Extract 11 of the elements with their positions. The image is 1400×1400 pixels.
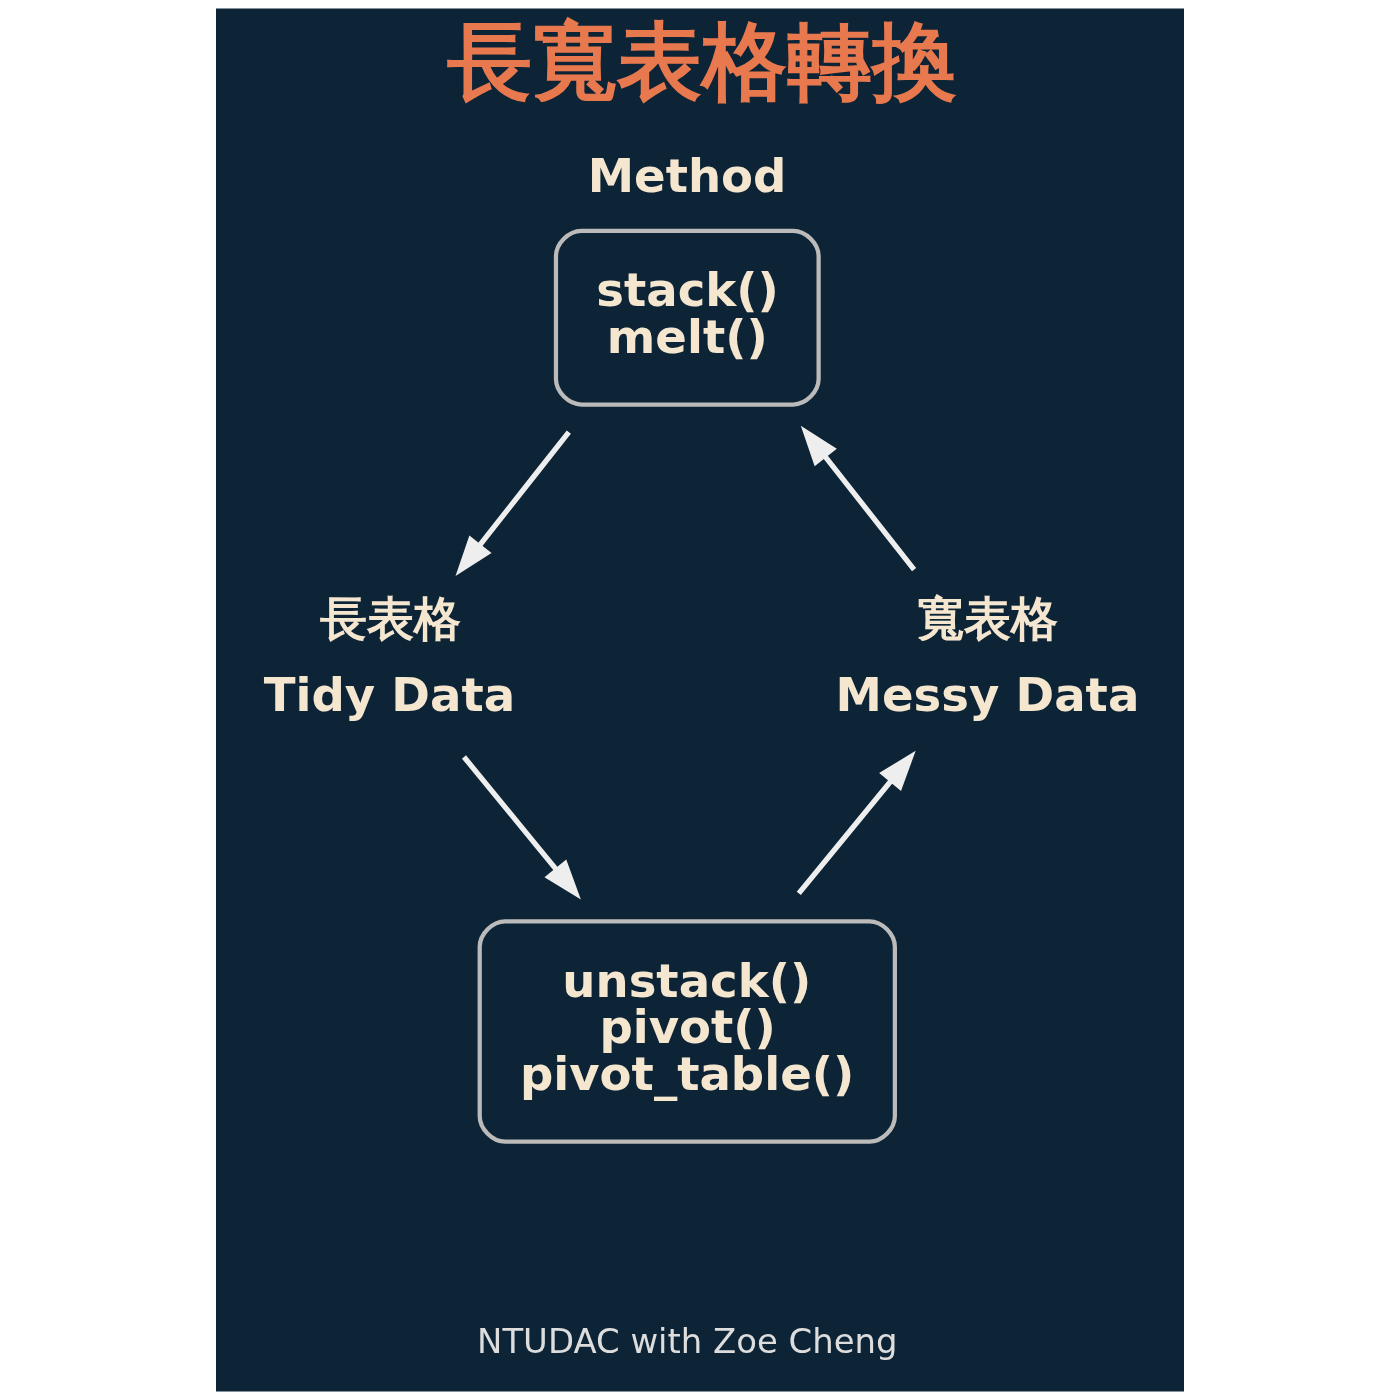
node-box: unstack() pivot() pivot_table() xyxy=(477,919,897,1144)
diagram-title: 長寬表格轉換 xyxy=(446,12,957,112)
node-box: stack() melt() xyxy=(553,228,821,407)
arrow xyxy=(455,430,571,576)
arrow xyxy=(796,750,916,896)
label: NTUDAC with Zoe Cheng xyxy=(477,1322,898,1362)
node-text: 寬表格 Messy Data xyxy=(835,591,1140,722)
arrow xyxy=(461,755,581,900)
node-label: Method xyxy=(587,148,787,203)
arrow xyxy=(800,425,917,572)
node-text: 長表格 Tidy Data xyxy=(263,591,516,722)
